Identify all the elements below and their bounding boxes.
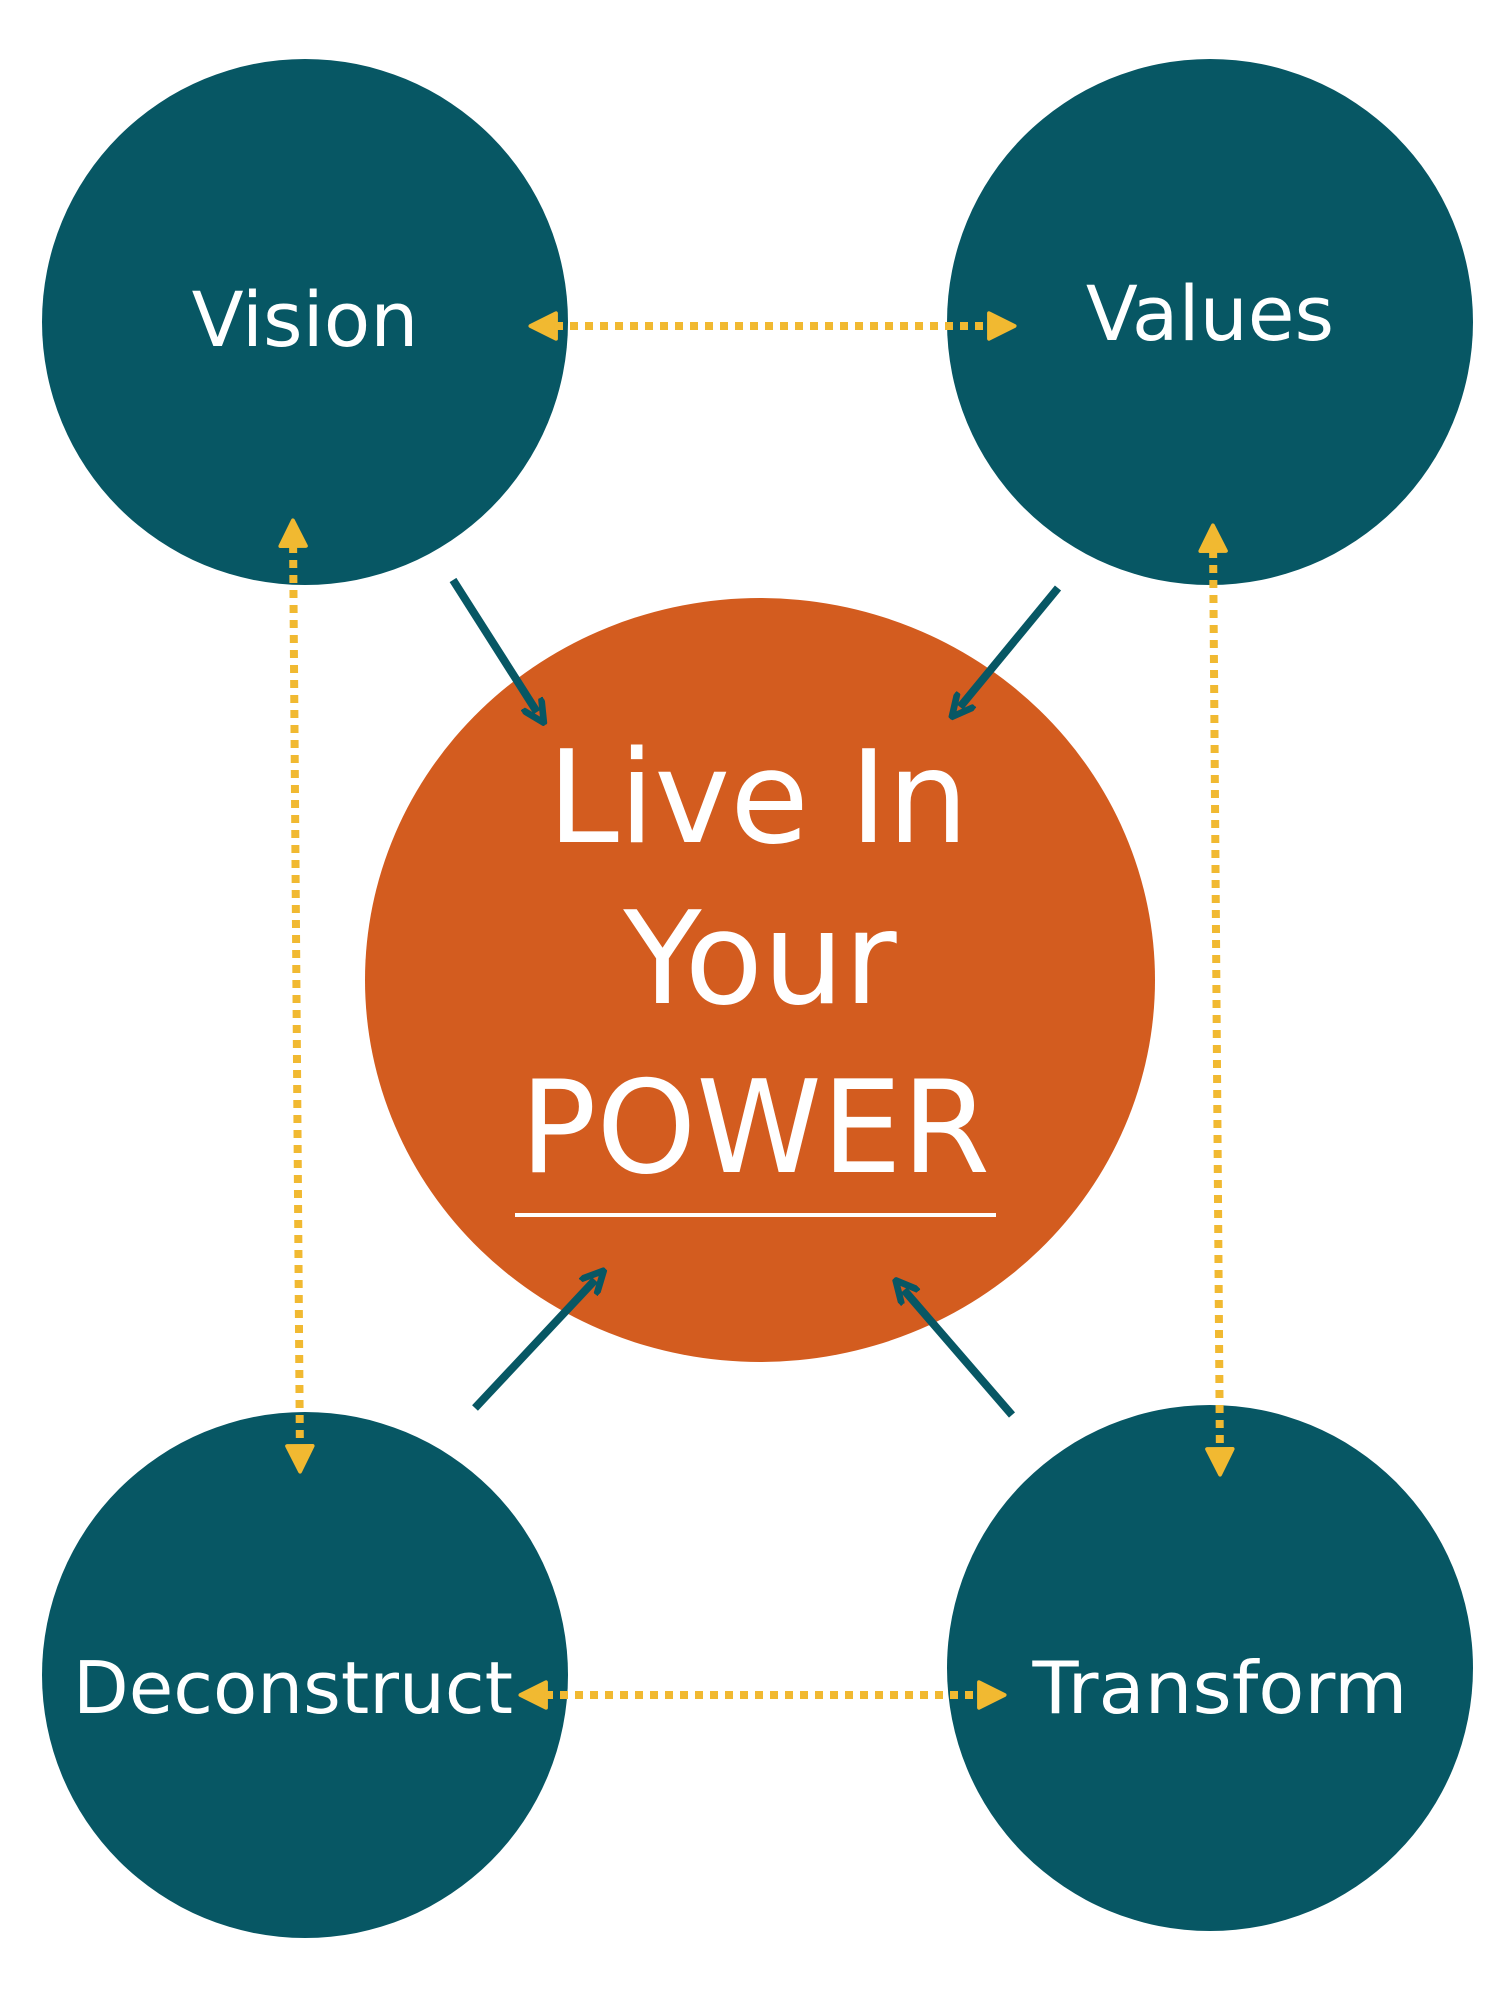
vision-deconstruct-connector — [278, 518, 315, 1474]
deconstruct-label: Deconstruct — [73, 1646, 513, 1730]
center-line-3: POWER — [520, 1054, 990, 1203]
values-transform-connector — [1198, 523, 1235, 1477]
transform-label: Transform — [1031, 1646, 1407, 1730]
values-label: Values — [1086, 269, 1334, 358]
vision-to-center-arrow — [449, 577, 537, 712]
values-node — [947, 59, 1473, 585]
transform-node — [947, 1405, 1473, 1931]
transform-to-center-arrow — [904, 1290, 1016, 1418]
values-to-center-arrow — [960, 585, 1062, 707]
center-line-2: Your — [622, 885, 897, 1034]
center-line-1: Live In — [548, 724, 969, 873]
center-circle — [365, 598, 1155, 1362]
deconstruct-node — [42, 1412, 568, 1938]
deconstruct-to-center-arrow — [472, 1280, 595, 1411]
vision-node — [42, 59, 568, 585]
vision-label: Vision — [192, 275, 419, 364]
